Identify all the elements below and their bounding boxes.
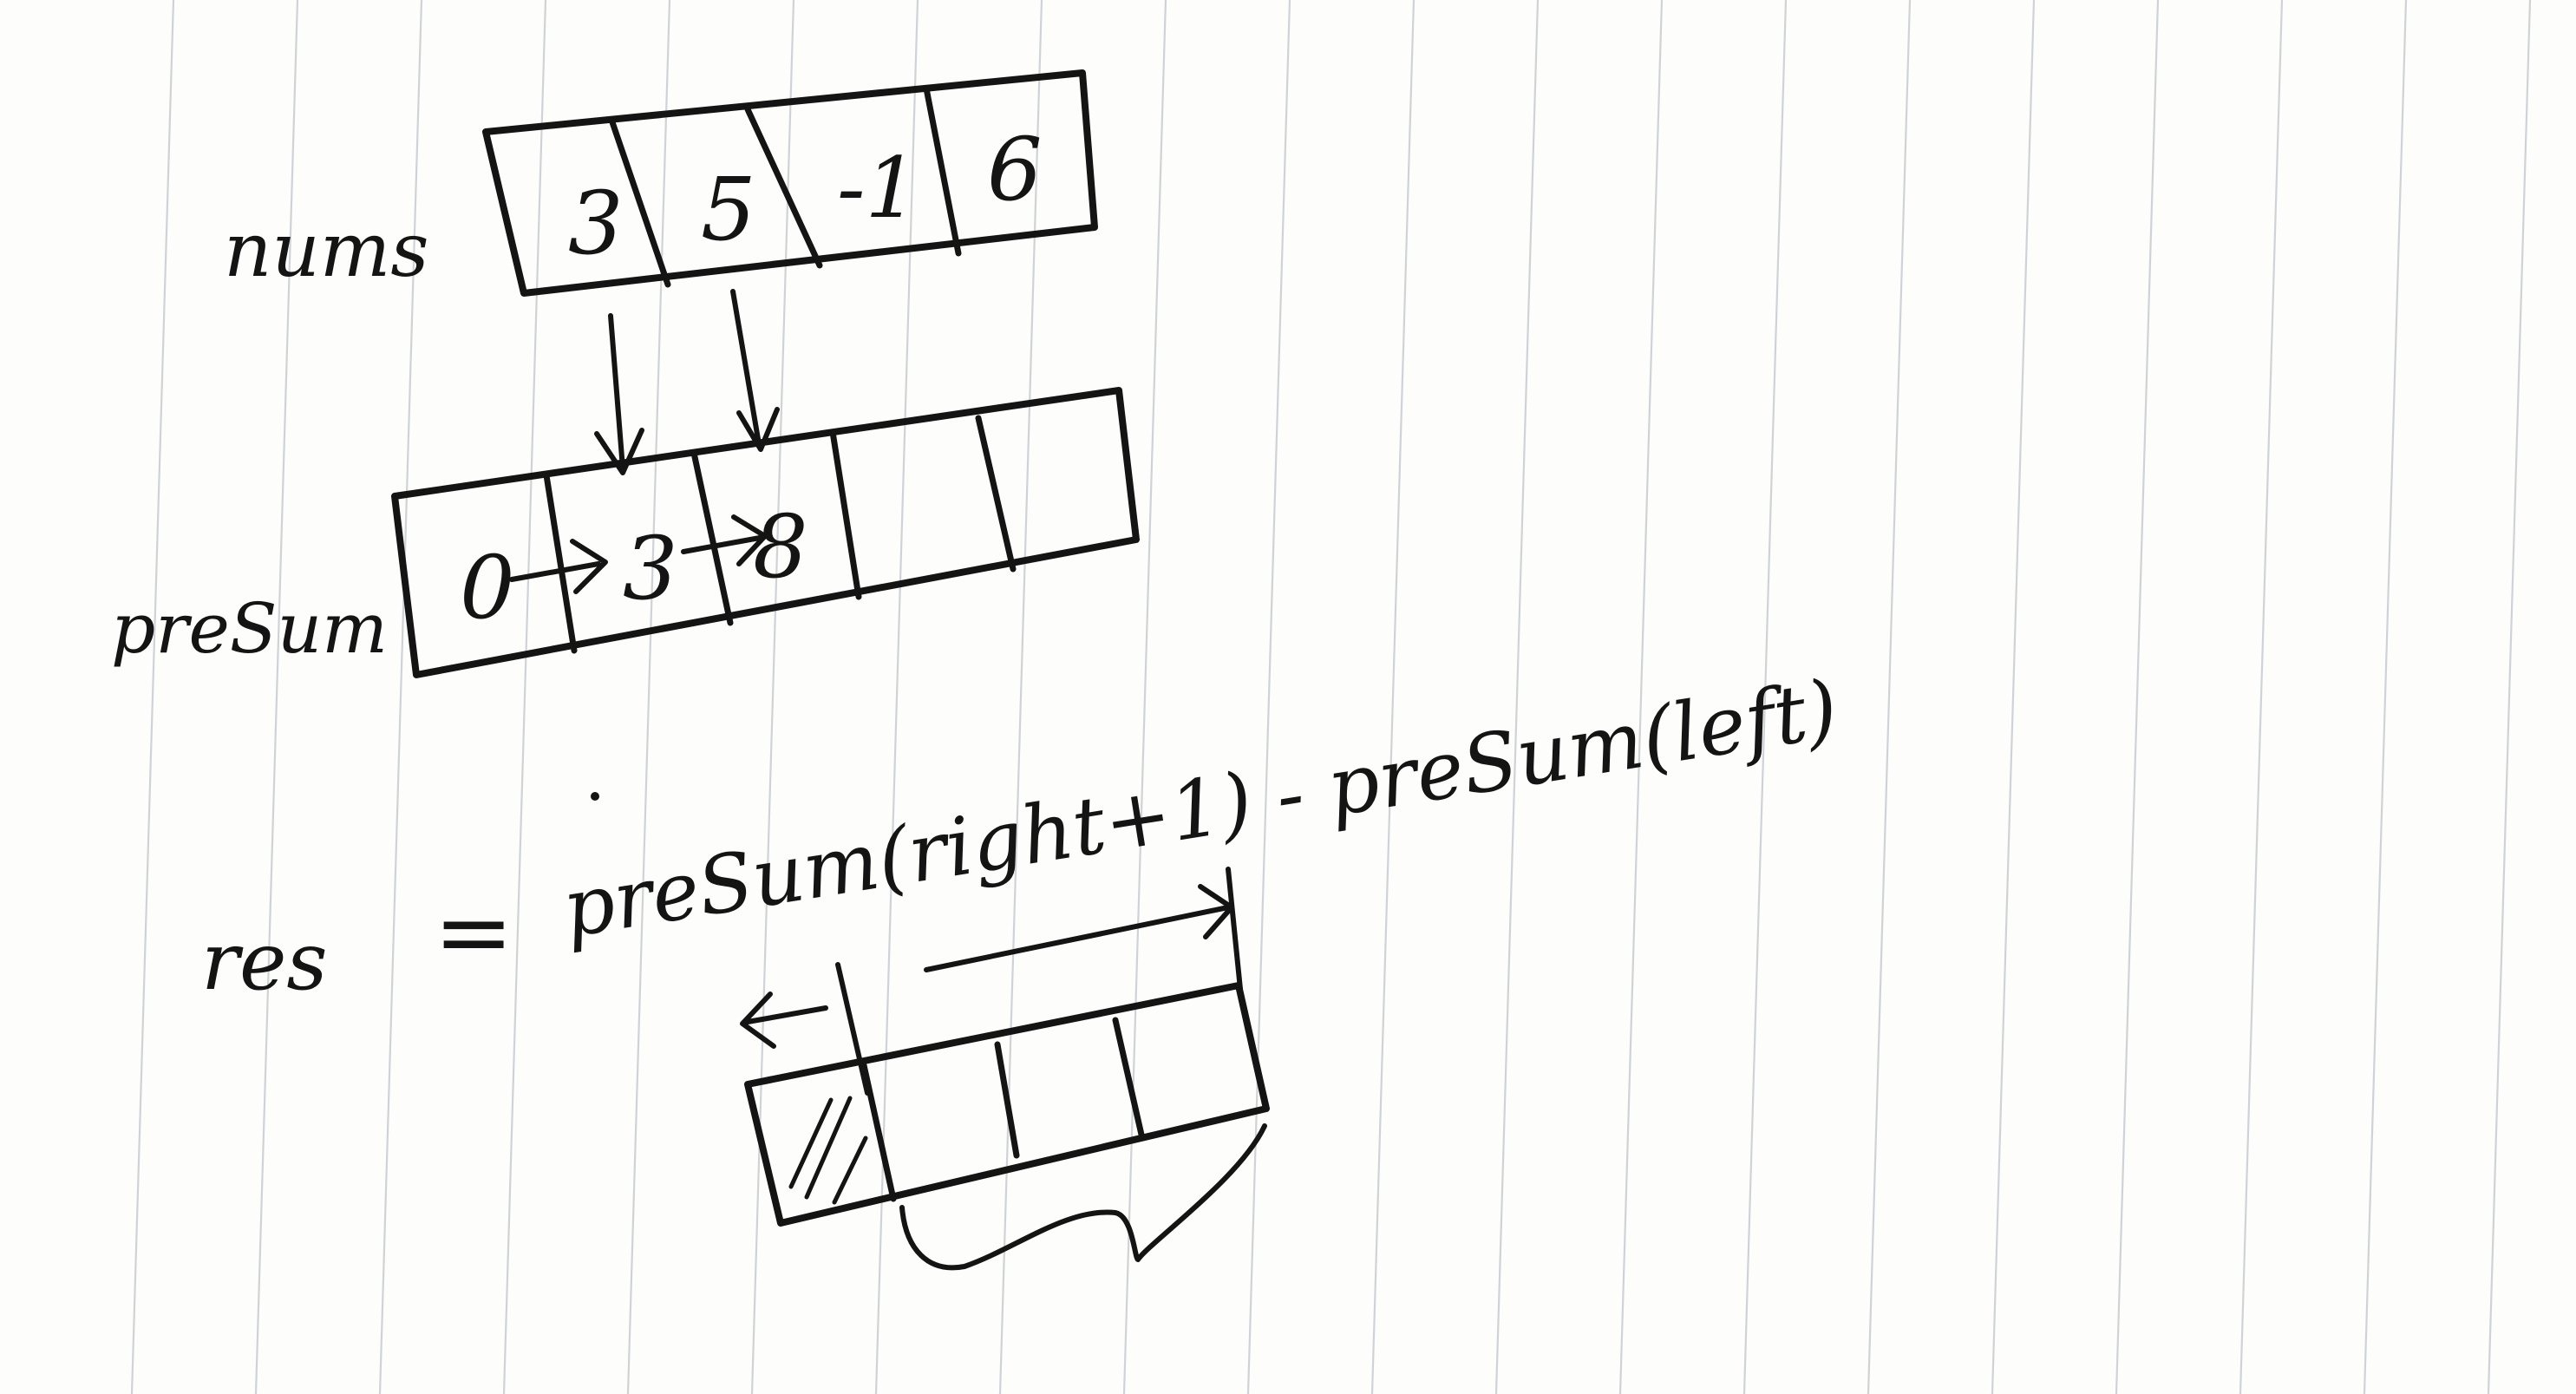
range-sketch: [740, 867, 1270, 1271]
nums-cell-value: -1: [837, 140, 919, 237]
nums-array-outline: [482, 69, 1098, 297]
ruled-line: [1991, 0, 2036, 1394]
ruled-line: [1122, 0, 1167, 1394]
ruled-line: [750, 0, 795, 1394]
range-array-outline: [744, 982, 1270, 1227]
presum-label: preSum: [111, 588, 388, 669]
presum-array: preSum 0 3 8: [111, 387, 1140, 678]
ruled-line: [2487, 0, 2532, 1394]
ruled-line: [1370, 0, 1415, 1394]
presum-cell-divider: [690, 449, 734, 626]
ruled-line: [378, 0, 423, 1394]
presum-cell-divider: [543, 472, 578, 654]
nums-cell-divider: [608, 116, 671, 288]
nums-cell-value: 3: [568, 173, 624, 274]
ruled-line: [1246, 0, 1291, 1394]
res-label: res: [201, 915, 328, 1008]
ruled-line: [1618, 0, 1664, 1394]
ruled-line: [1494, 0, 1540, 1394]
nums-cell-value: 6: [987, 119, 1043, 220]
presum-cell-value: 0: [460, 537, 515, 638]
ink-dot: [591, 792, 599, 801]
down-arrow: [730, 289, 780, 452]
accumulate-arrow: [509, 539, 608, 594]
range-cell-divider: [1112, 1017, 1145, 1138]
right-arrow: [924, 884, 1234, 972]
range-cell-divider: [994, 1041, 1020, 1159]
presum-array-outline: [391, 387, 1140, 678]
presum-cell-value: 8: [753, 496, 808, 598]
nums-label: nums: [224, 207, 428, 294]
accumulate-arrow: [681, 514, 768, 566]
nums-cell-divider: [923, 85, 962, 257]
left-arrow: [740, 992, 828, 1049]
equals-sign: =: [434, 876, 513, 987]
copy-arrows: [594, 289, 780, 475]
range-cell-divider: [860, 1062, 897, 1202]
ruled-line: [130, 0, 175, 1394]
ruled-line: [1867, 0, 1912, 1394]
presum-cell-divider: [975, 415, 1017, 573]
presum-cell-divider: [829, 429, 862, 600]
ruled-line: [1742, 0, 1788, 1394]
nums-cell-divider: [744, 106, 823, 269]
ruled-line: [254, 0, 299, 1394]
hatched-cell: [788, 1096, 868, 1205]
nums-array: nums 3 5 -1 6: [224, 69, 1098, 297]
right-boundary-line: [1226, 867, 1243, 992]
left-boundary-line: [835, 962, 870, 1096]
ruled-line: [626, 0, 671, 1394]
down-arrow: [594, 313, 644, 475]
nums-cell-value: 5: [701, 159, 756, 260]
ruled-line: [2239, 0, 2284, 1394]
presum-cell-value: 3: [623, 518, 678, 619]
ruled-line: [2363, 0, 2408, 1394]
ruled-line: [2115, 0, 2160, 1394]
ruled-line: [502, 0, 547, 1394]
range-brace: [899, 1123, 1267, 1271]
